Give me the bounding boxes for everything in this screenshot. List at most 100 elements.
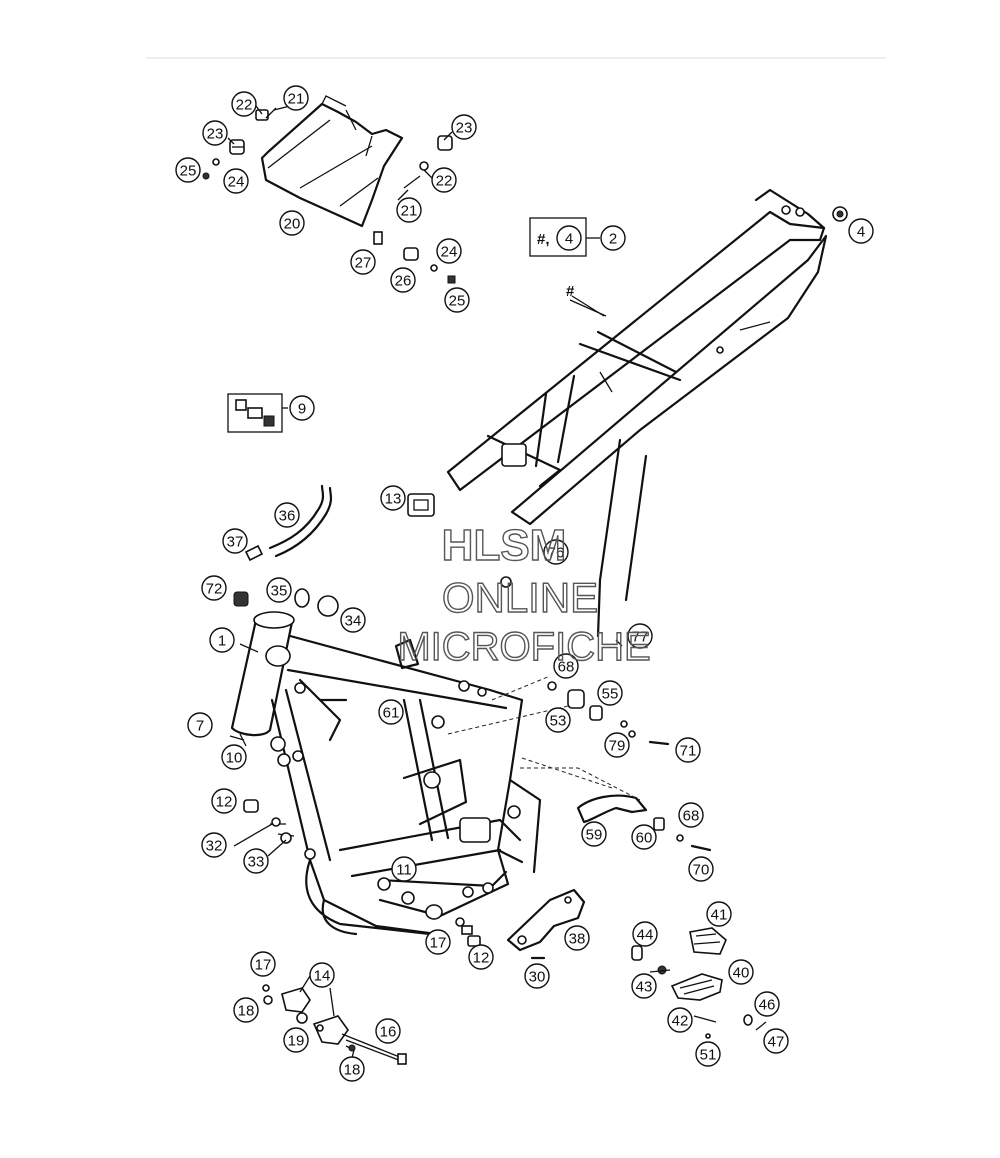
callout-circle [431, 167, 457, 193]
callout-27: 27 [350, 249, 376, 275]
callout-79: 79 [604, 732, 630, 758]
callout-number: 17 [255, 957, 272, 974]
callout-12: 12 [468, 944, 494, 970]
callout-41: 41 [706, 901, 732, 927]
callout-number: 37 [227, 534, 244, 551]
callout-number: 51 [700, 1047, 717, 1064]
callout-number: 18 [238, 1003, 255, 1020]
callout-42: 42 [667, 1007, 693, 1033]
callout-circle [425, 929, 451, 955]
dashed-leaders [447, 675, 641, 801]
callout-circle [451, 114, 477, 140]
callout-circle [600, 225, 626, 251]
callout-number: 53 [550, 713, 567, 730]
callout-number: 23 [207, 126, 224, 143]
callout-number: 1 [218, 633, 226, 650]
callout-11: 11 [391, 856, 417, 882]
callout-number: 60 [636, 830, 653, 847]
callout-61: 61 [378, 699, 404, 725]
callout-circle [175, 157, 201, 183]
callout-number: 16 [380, 1024, 397, 1041]
callout-number: 21 [288, 91, 305, 108]
callout-circle [396, 197, 422, 223]
callout-circle [553, 653, 579, 679]
callout-circle [631, 973, 657, 999]
callout-circle [350, 249, 376, 275]
callout-circle [678, 802, 704, 828]
callout-17: 17 [250, 951, 276, 977]
callout-19: 19 [283, 1027, 309, 1053]
callout-circle [581, 821, 607, 847]
callout-circle [763, 1028, 789, 1054]
callout-number: 35 [271, 583, 288, 600]
callout-71: 71 [675, 737, 701, 763]
callout-24: 24 [436, 238, 462, 264]
callout-17: 17 [425, 929, 451, 955]
callout-circle [222, 528, 248, 554]
callout-circle [380, 485, 406, 511]
callout-number: 27 [355, 255, 372, 272]
callout-circle [556, 225, 582, 251]
callout-circle [390, 267, 416, 293]
callout-number: 70 [693, 862, 710, 879]
callout-circle [223, 168, 249, 194]
callout-number: 2 [609, 231, 617, 248]
callout-26: 26 [390, 267, 416, 293]
callout-23: 23 [202, 120, 228, 146]
callout-number: 24 [441, 244, 458, 261]
callout-circle [675, 737, 701, 763]
watermark-line2: ONLINE [442, 574, 598, 621]
callout-circle [543, 539, 569, 565]
callout-number: 21 [401, 203, 418, 220]
callout-number: 44 [637, 927, 654, 944]
callout-circle [283, 85, 309, 111]
hash-label: # [566, 283, 575, 300]
callout-12: 12 [211, 788, 237, 814]
callout-number: 20 [284, 216, 301, 233]
callout-circle [436, 238, 462, 264]
callout-4: 4 [556, 225, 582, 251]
callout-47: 47 [763, 1028, 789, 1054]
callout-23: 23 [451, 114, 477, 140]
callout-circle [604, 732, 630, 758]
callout-16: 16 [375, 1018, 401, 1044]
callout-circle [695, 1041, 721, 1067]
callout-72: 72 [201, 575, 227, 601]
callout-7: 7 [187, 712, 213, 738]
callout-number: 61 [383, 705, 400, 722]
frame-small-hardware [229, 733, 481, 947]
parts-72-35-34 [233, 588, 339, 617]
callout-number: 9 [298, 401, 306, 418]
callout-32: 32 [201, 832, 227, 858]
callout-25: 25 [444, 287, 470, 313]
callout-9: 9 [289, 395, 315, 421]
part-13 [407, 493, 435, 517]
callout-38: 38 [564, 925, 590, 951]
callout-circle [631, 824, 657, 850]
callout-number: 25 [449, 293, 466, 310]
callout-22: 22 [231, 91, 257, 117]
part-9-box [227, 393, 288, 433]
callout-leaders [227, 105, 605, 1017]
callout-circle [688, 856, 714, 882]
callout-circle [444, 287, 470, 313]
callout-number: 72 [206, 581, 223, 598]
callout-number: 47 [768, 1034, 785, 1051]
callout-circle [209, 627, 235, 653]
callout-number: 42 [672, 1013, 689, 1030]
callout-25: 25 [175, 157, 201, 183]
nut-4 [832, 206, 848, 222]
callout-77: 77 [627, 623, 653, 649]
callout-circle [468, 944, 494, 970]
callout-circle [378, 699, 404, 725]
skid-plate-hardware [202, 107, 456, 284]
callout-44: 44 [632, 921, 658, 947]
bracket-38 [506, 888, 586, 960]
callout-circle [289, 395, 315, 421]
hash-box [529, 217, 587, 257]
callout-circle [728, 959, 754, 985]
callout-number: 79 [609, 738, 626, 755]
callout-21: 21 [283, 85, 309, 111]
callout-number: 22 [236, 97, 253, 114]
